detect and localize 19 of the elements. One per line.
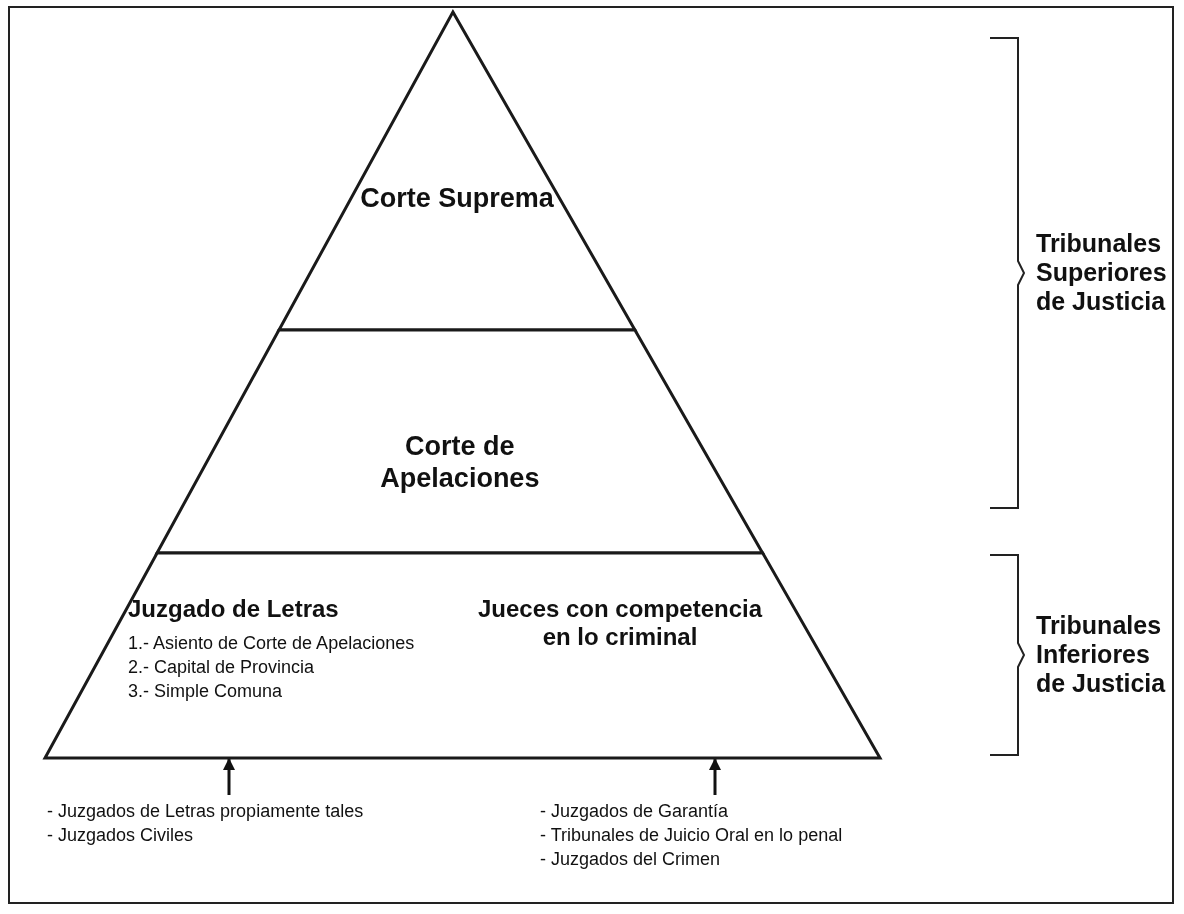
- pyramid-middle-tier: [157, 330, 763, 553]
- arrow: [223, 758, 235, 795]
- list-item: - Tribunales de Juicio Oral en lo penal: [540, 824, 843, 847]
- pyramid-base-tier: [45, 553, 880, 758]
- list-item: 2.- Capital de Provincia: [128, 656, 315, 679]
- list-item: 1.- Asiento de Corte de Apelaciones: [128, 632, 415, 655]
- group-label: Tribunales Inferiores de Justicia: [1036, 611, 1167, 698]
- tier-title: Corte Suprema: [359, 182, 555, 214]
- list-item: - Juzgados de Garantía: [540, 800, 729, 823]
- list-item: - Juzgados del Crimen: [540, 848, 721, 871]
- list-item: - Juzgados Civiles: [47, 824, 194, 847]
- list-item: - Juzgados de Letras propiamente tales: [47, 800, 364, 823]
- tier-title: Corte de Apelaciones: [379, 430, 541, 494]
- arrow: [709, 758, 721, 795]
- court-heading: Juzgado de Letras: [128, 595, 339, 623]
- pyramid-top-tier: [279, 12, 635, 330]
- list-item: 3.- Simple Comuna: [128, 680, 283, 703]
- court-heading: Jueces con competencia en lo criminal: [476, 595, 764, 651]
- group-label: Tribunales Superiores de Justicia: [1036, 229, 1168, 316]
